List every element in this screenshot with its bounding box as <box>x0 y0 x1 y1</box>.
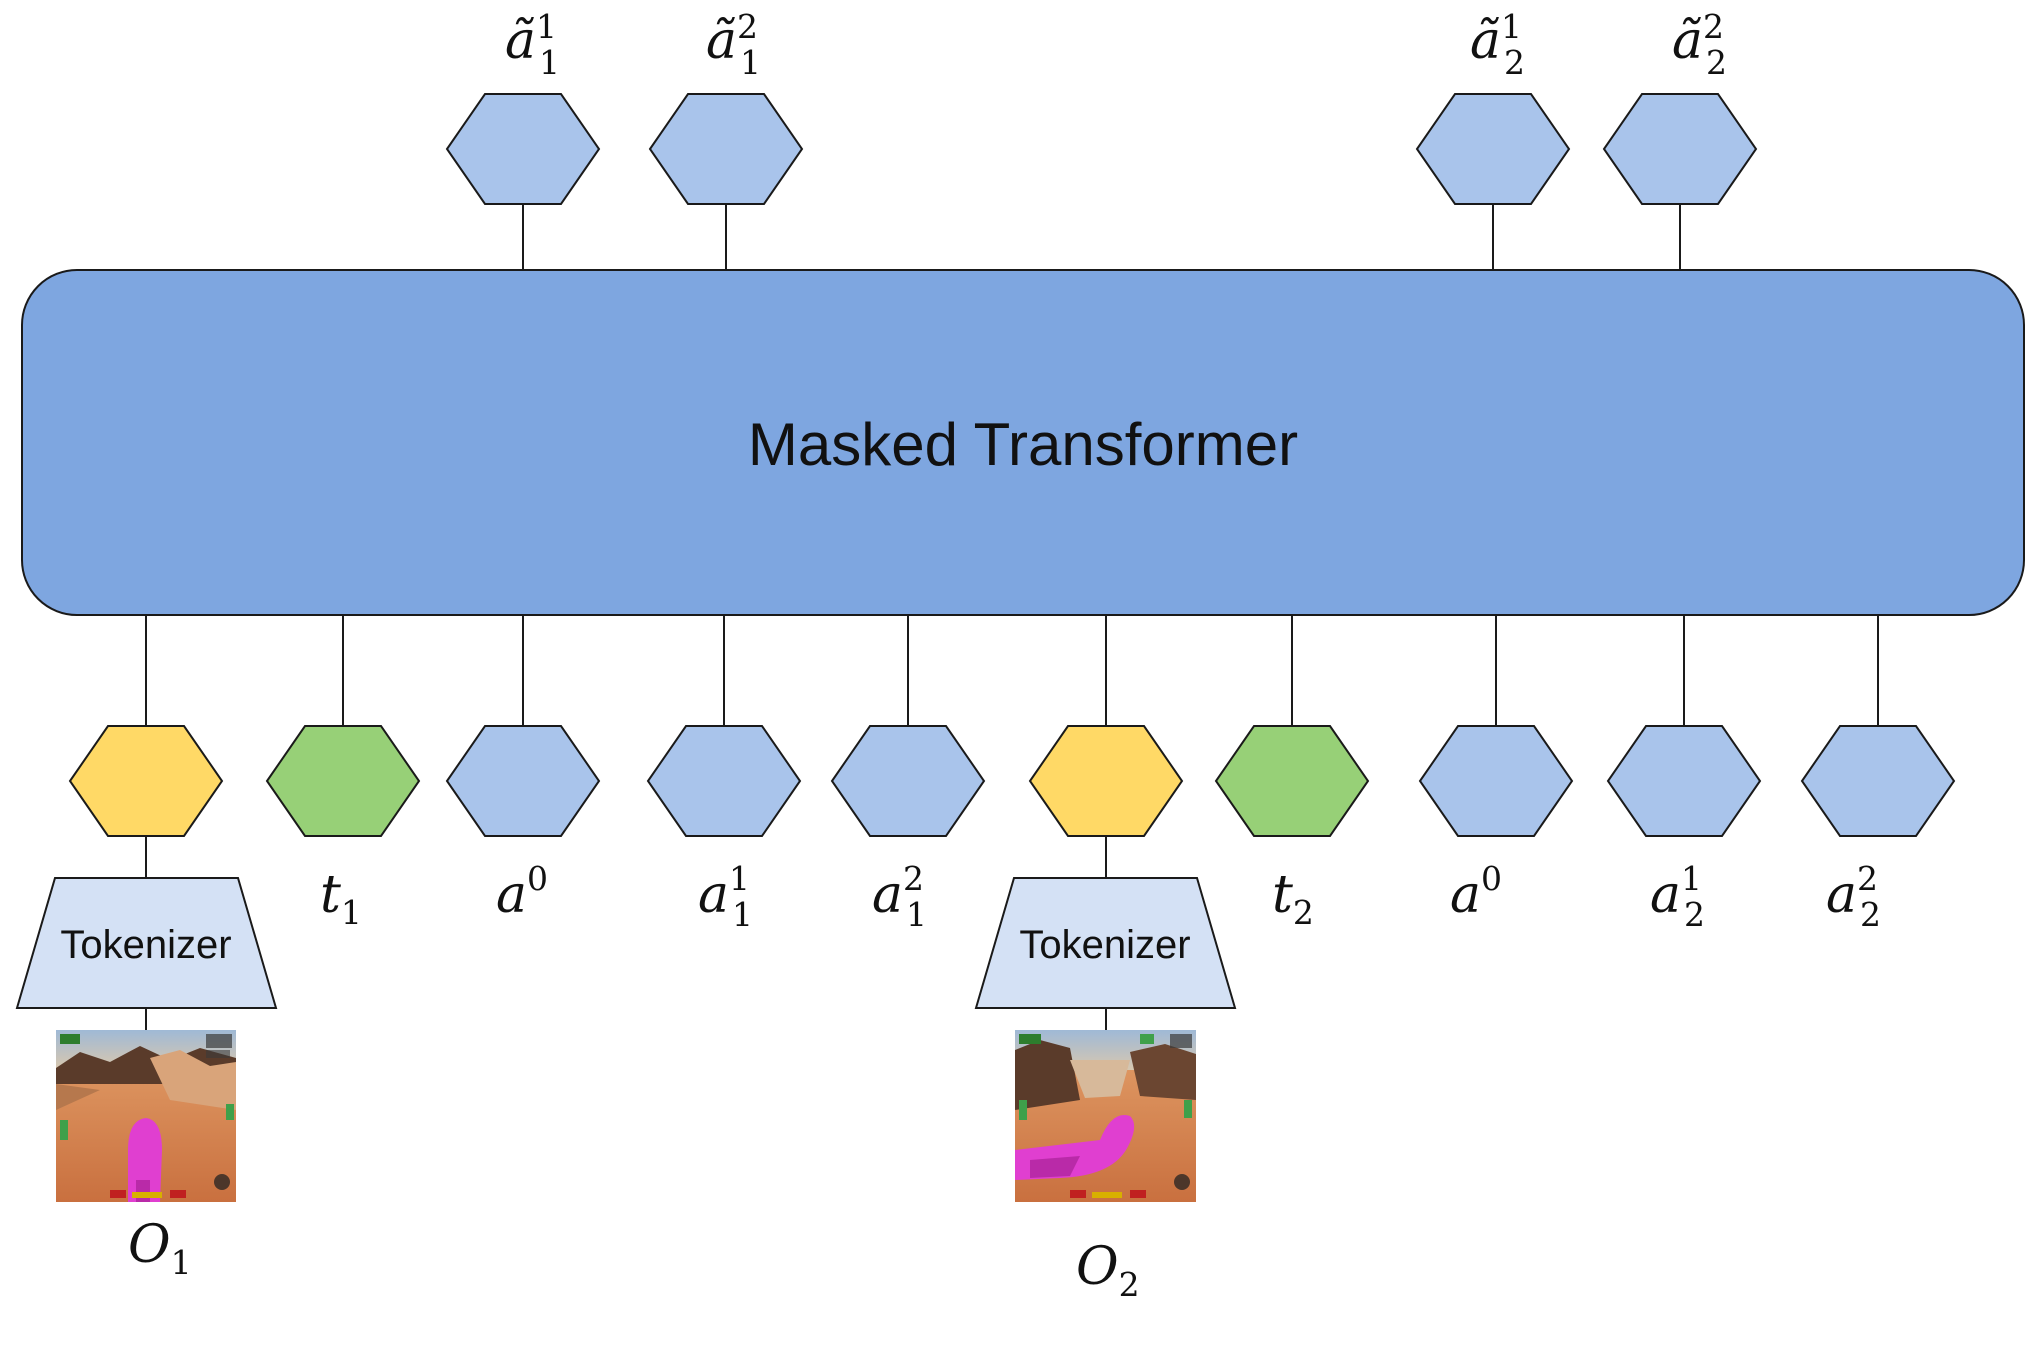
observation-frame-2 <box>1015 1030 1196 1202</box>
task-token-hexagon <box>265 725 421 837</box>
tokenizer-trapezoid <box>15 877 278 1009</box>
output-token-hexagon <box>1415 93 1571 205</box>
action-token-hexagon <box>830 725 986 837</box>
connection-lines <box>145 204 1879 1030</box>
output-token-hexagon <box>648 93 804 205</box>
observation-frame-1 <box>56 1030 236 1202</box>
transformer-box <box>21 269 2025 616</box>
tokenizer-trapezoid <box>974 877 1237 1009</box>
observation-token-hexagon <box>1028 725 1184 837</box>
input-label-t2: t2 <box>1272 865 1314 932</box>
input-label-a0-2: a0 <box>1450 859 1502 925</box>
tokenizer-label: Tokenizer <box>60 923 231 967</box>
output-token-hexagon <box>1602 93 1758 205</box>
transformer-label: Masked Transformer <box>748 411 1298 478</box>
action-token-hexagon <box>1418 725 1574 837</box>
input-label-t1: t1 <box>320 865 362 932</box>
output-token-hexagon <box>445 93 601 205</box>
input-label-a0: a0 <box>496 859 548 925</box>
frame-label-o2: O2 <box>1076 1237 1140 1304</box>
task-token-hexagon <box>1214 725 1370 837</box>
tokenizer-1: Tokenizer <box>15 877 278 1009</box>
action-token-hexagon <box>646 725 802 837</box>
observation-token-hexagon <box>68 725 224 837</box>
tokenizer-label: Tokenizer <box>1019 923 1190 967</box>
frame-label-o1: O1 <box>128 1215 192 1282</box>
action-token-hexagon <box>445 725 601 837</box>
action-token-hexagon <box>1800 725 1956 837</box>
action-token-hexagon <box>1606 725 1762 837</box>
tokenizer-2: Tokenizer <box>974 877 1237 1009</box>
masked-transformer-block: Masked Transformer <box>21 269 2025 616</box>
